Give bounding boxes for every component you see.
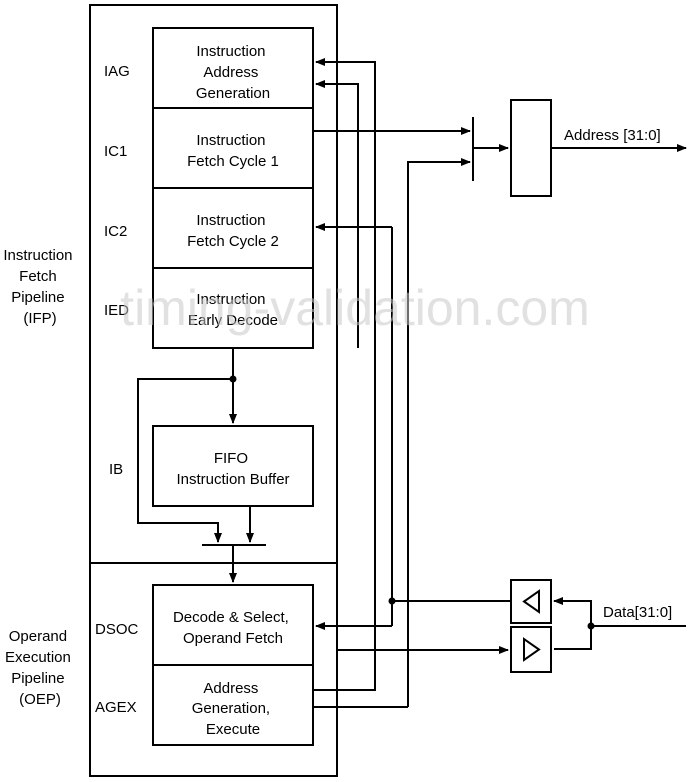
watermark: timing-validation.com [120, 280, 590, 336]
data-signal-label: Data[31:0] [603, 604, 672, 621]
ib-block [152, 425, 314, 507]
dsoc-block [152, 584, 314, 666]
address-signal-label: Address [31:0] [564, 127, 661, 144]
output-buffer-triangle [523, 637, 541, 662]
ib-bypass-arrow [137, 378, 233, 543]
agex-block [152, 664, 314, 746]
stage-label-ib: IB [109, 461, 123, 478]
ied-to-iag-arrow [315, 80, 359, 348]
output-buffer-to-data-line [554, 626, 592, 650]
agex-to-mux-arrow [407, 158, 471, 707]
stage-label-ic1: IC1 [104, 143, 127, 160]
agex-to-iag-arrow [313, 58, 376, 691]
stage-label-dsoc: DSOC [95, 621, 139, 638]
agex-block-label: Address Generation, Execute [192, 680, 275, 738]
stage-label-iag: IAG [104, 63, 130, 80]
ied-block [152, 267, 314, 349]
input-buffer-triangle [522, 589, 540, 614]
ic1-block-label: Instruction Fetch Cycle 1 [187, 132, 279, 170]
address-register [510, 99, 552, 197]
oep-frame [89, 562, 338, 777]
output-buffer [510, 626, 552, 673]
data-to-input-buffer-arrow [553, 597, 592, 626]
data-junction-dot [388, 597, 396, 605]
stage-label-ic2: IC2 [104, 223, 127, 240]
iag-block [152, 27, 314, 109]
stage-label-agex: AGEX [95, 699, 137, 716]
dsoc-block-label: Decode & Select, Operand Fetch [173, 609, 293, 647]
input-buffer [510, 579, 552, 624]
iag-block-label: Instruction Address Generation [196, 43, 270, 102]
ifp-label: Instruction Fetch Pipeline (IFP) [3, 247, 76, 327]
ic2-block-label: Instruction Fetch Cycle 2 [187, 212, 279, 250]
stage-label-ied: IED [104, 302, 129, 319]
ied-block-label: Instruction Early Decode [188, 291, 278, 329]
ic2-block [152, 187, 314, 269]
ib-block-label: FIFO Instruction Buffer [176, 450, 289, 488]
oep-label: Operand Execution Pipeline (OEP) [5, 628, 75, 708]
